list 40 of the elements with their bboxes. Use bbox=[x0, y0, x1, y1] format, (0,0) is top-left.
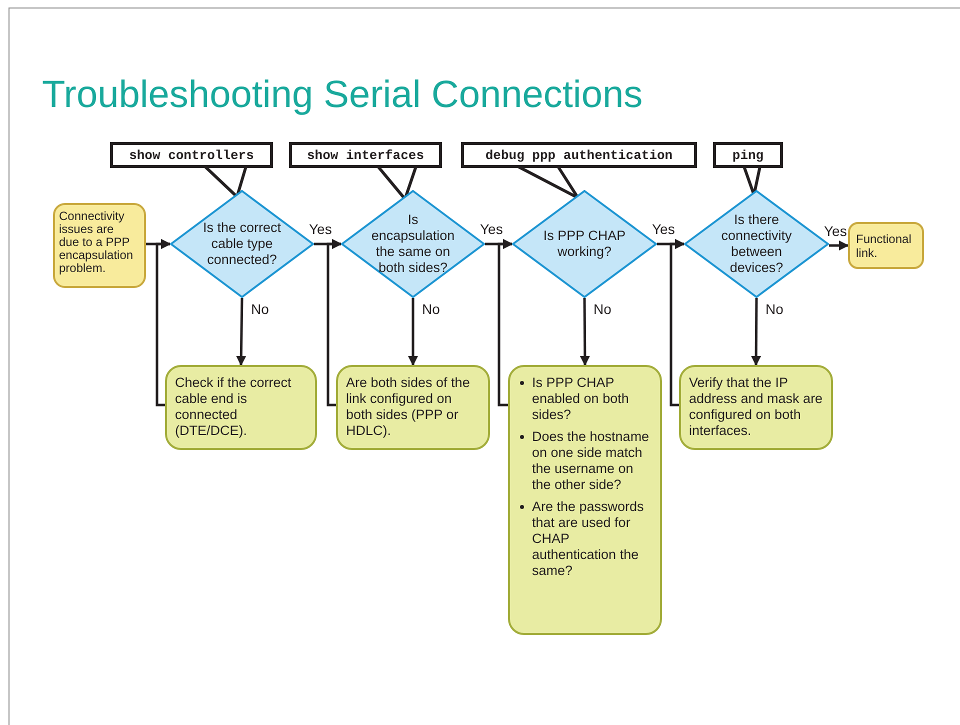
arrow bbox=[670, 239, 685, 406]
end-box bbox=[848, 222, 924, 269]
start-box bbox=[53, 203, 146, 288]
edge-label: No bbox=[421, 302, 441, 317]
decision-question: Is there connectivity between devices? bbox=[720, 212, 793, 276]
decision-question: Is the correct cable type connected? bbox=[202, 220, 282, 268]
edge-label: Yes bbox=[823, 224, 848, 238]
arrow bbox=[751, 298, 762, 366]
bullet-text: Are the passwords that are used for CHAP authentication the same? bbox=[532, 499, 644, 578]
decision-question: Is encapsulation the same on both sides? bbox=[370, 212, 456, 276]
command-text: debug ppp authentication bbox=[485, 148, 673, 162]
action-box bbox=[165, 365, 317, 450]
edge-label: No bbox=[592, 302, 612, 317]
action-box bbox=[508, 365, 662, 635]
box-text: Functional link. bbox=[856, 232, 912, 260]
arrow bbox=[829, 240, 849, 250]
decision-question: Is PPP CHAP working? bbox=[542, 228, 627, 260]
title: Troubleshooting Serial Connections bbox=[42, 74, 643, 117]
arrow bbox=[498, 239, 513, 406]
arrow bbox=[408, 298, 418, 366]
box-text: Are both sides of the link configured on both sides (PPP or HDLC). bbox=[346, 375, 470, 438]
edge-label: No bbox=[764, 302, 784, 317]
edge-label: Yes bbox=[651, 222, 676, 237]
box-text: Verify that the IP address and mask are configured on both interfaces. bbox=[689, 375, 823, 438]
command-text: ping bbox=[732, 148, 764, 162]
arrow bbox=[580, 298, 590, 366]
box-text: Check if the correct cable end is connected (DTE/DCE). bbox=[175, 375, 292, 438]
bullet-text: Is PPP CHAP enabled on both sides? bbox=[532, 375, 629, 422]
action-box bbox=[336, 365, 490, 450]
box-text: Connectivity issues are due to a PPP encapsulation problem. bbox=[59, 209, 134, 275]
arrow bbox=[236, 298, 246, 366]
arrow bbox=[326, 239, 342, 406]
command-text: show interfaces bbox=[306, 148, 424, 162]
bullet-text: Does the hostname on one side match the username on the other side? bbox=[532, 429, 650, 492]
arrow bbox=[156, 239, 171, 406]
edge-label: Yes bbox=[308, 222, 333, 237]
command-text: show controllers bbox=[129, 148, 254, 162]
action-box bbox=[679, 365, 833, 450]
edge-label: Yes bbox=[479, 222, 504, 237]
edge-label: No bbox=[250, 302, 270, 317]
